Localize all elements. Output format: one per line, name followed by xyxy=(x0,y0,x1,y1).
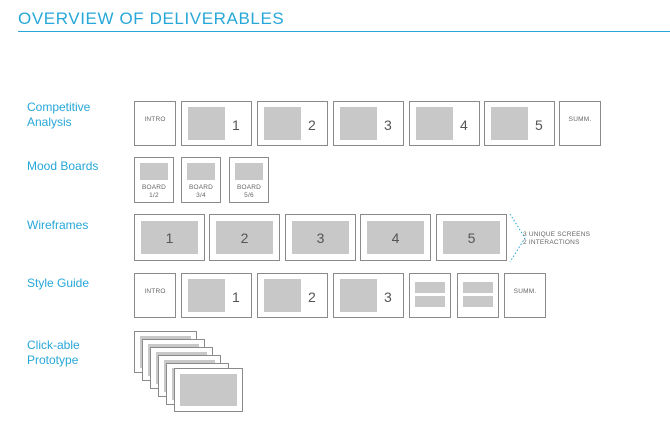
screen-number: 2 xyxy=(240,230,249,246)
competitive-intro-page: INTRO xyxy=(134,101,176,146)
page-placeholder xyxy=(264,279,301,312)
page-placeholder xyxy=(188,107,225,140)
screen-number: 1 xyxy=(165,230,174,246)
label-style-guide: Style Guide xyxy=(27,276,90,290)
board-label-line: 1/2 xyxy=(149,192,159,199)
note-line: 2 INTERACTIONS xyxy=(523,239,580,246)
prototype-screen-6 xyxy=(174,368,243,412)
style-intro-page: INTRO xyxy=(134,273,176,318)
label-competitive-analysis: Competitive Analysis xyxy=(27,100,90,130)
style-page-2: 2 xyxy=(257,273,328,318)
board-placeholder xyxy=(187,163,215,180)
screen-number: 4 xyxy=(391,230,400,246)
screen-placeholder xyxy=(141,221,198,254)
page-title: OVERVIEW OF DELIVERABLES xyxy=(18,9,285,28)
screen-number: 5 xyxy=(467,230,476,246)
wireframe-screen-4: 4 xyxy=(360,214,431,261)
page-number: 2 xyxy=(308,117,316,133)
wireframe-bracket xyxy=(509,213,526,263)
layout-block xyxy=(463,296,493,307)
label-line: Analysis xyxy=(27,115,72,129)
competitive-page-2: 2 xyxy=(257,101,328,146)
page-label: INTRO xyxy=(144,116,166,123)
board-label-line: BOARD xyxy=(141,184,167,191)
layout-block xyxy=(415,282,445,293)
page-label: INTRO xyxy=(144,288,166,295)
label-mood-boards: Mood Boards xyxy=(27,159,99,173)
page-placeholder xyxy=(491,107,528,140)
layout-block xyxy=(463,282,493,293)
page-placeholder xyxy=(264,107,301,140)
wireframe-screen-2: 2 xyxy=(209,214,280,261)
page-number: 3 xyxy=(384,289,392,305)
page-number: 5 xyxy=(535,117,543,133)
screen-placeholder xyxy=(216,221,273,254)
page-number: 2 xyxy=(308,289,316,305)
competitive-page-4: 4 xyxy=(409,101,480,146)
style-summary-page: SUMM. xyxy=(504,273,546,318)
page-label: SUMM. xyxy=(513,288,537,295)
style-layout-page-a xyxy=(409,273,451,318)
page-placeholder xyxy=(340,107,377,140)
screen-placeholder xyxy=(443,221,500,254)
label-prototype: Click-able Prototype xyxy=(27,338,80,368)
board-label: BOARD 3/4 xyxy=(182,184,220,200)
label-line: Prototype xyxy=(27,353,79,367)
wireframe-screen-5: 5 xyxy=(436,214,507,261)
title-rule xyxy=(18,31,670,32)
board-label-line: 3/4 xyxy=(196,192,206,199)
style-page-3: 3 xyxy=(333,273,404,318)
mood-board-2: BOARD 3/4 xyxy=(181,157,221,203)
wireframe-screen-1: 1 xyxy=(134,214,205,261)
page-number: 3 xyxy=(384,117,392,133)
style-layout-page-b xyxy=(457,273,499,318)
note-line: 3 UNIQUE SCREENS xyxy=(523,231,591,238)
page-placeholder xyxy=(188,279,225,312)
screen-placeholder xyxy=(367,221,424,254)
bracket-path xyxy=(509,213,526,263)
board-label: BOARD 1/2 xyxy=(135,184,173,200)
style-page-1: 1 xyxy=(181,273,252,318)
page-placeholder xyxy=(416,107,453,140)
label-line: Click-able xyxy=(27,338,80,352)
board-placeholder xyxy=(235,163,263,180)
board-label-line: BOARD xyxy=(188,184,214,191)
competitive-page-3: 3 xyxy=(333,101,404,146)
screen-placeholder xyxy=(180,374,237,406)
board-label-line: BOARD xyxy=(236,184,262,191)
label-wireframes: Wireframes xyxy=(27,218,89,232)
mood-board-3: BOARD 5/6 xyxy=(229,157,269,203)
page-label: SUMM. xyxy=(568,116,592,123)
page-number: 1 xyxy=(232,289,240,305)
layout-block xyxy=(415,296,445,307)
page-placeholder xyxy=(340,279,377,312)
board-label: BOARD 5/6 xyxy=(230,184,268,200)
competitive-page-1: 1 xyxy=(181,101,252,146)
board-label-line: 5/6 xyxy=(244,192,254,199)
screen-number: 3 xyxy=(316,230,325,246)
page-number: 1 xyxy=(232,117,240,133)
competitive-page-5: 5 xyxy=(484,101,555,146)
label-line: Competitive xyxy=(27,100,91,114)
board-placeholder xyxy=(140,163,168,180)
competitive-summary-page: SUMM. xyxy=(559,101,601,146)
screen-placeholder xyxy=(292,221,349,254)
wireframe-screen-3: 3 xyxy=(285,214,356,261)
page-number: 4 xyxy=(460,117,468,133)
mood-board-1: BOARD 1/2 xyxy=(134,157,174,203)
wireframe-note: 3 UNIQUE SCREENS 2 INTERACTIONS xyxy=(523,231,590,247)
